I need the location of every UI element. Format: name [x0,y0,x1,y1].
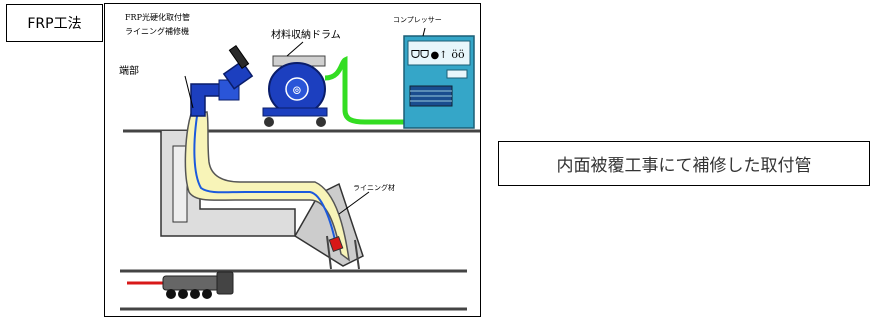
air-hose [324,55,405,125]
lining-leader [338,191,370,215]
compressor-leader [422,27,426,37]
method-tag-label: FRP工法 [27,16,82,32]
end-label: 端部 [119,64,139,77]
sewer-robot-camera [216,271,234,295]
manhole-inner [172,145,188,223]
caption-text: 内面被覆工事にて補修した取付管 [556,156,812,176]
lining-material [184,111,350,262]
diagram-frame: ⊚ ᗜᗜ ●↑ öö FRP光硬化取付管 ライニング補修機 材料収納ドラム コン… [104,3,481,317]
drum-label: 材料収納ドラム [271,28,341,41]
drum-leader [286,41,304,57]
drum-wheel-right [316,117,326,127]
repair-diagram: ⊚ ᗜᗜ ●↑ öö FRP光硬化取付管 ライニング補修機 材料収納ドラム コン… [119,12,480,311]
compressor-label: コンプレッサー [393,16,442,24]
machine-label-line2: ライニング補修機 [125,26,189,36]
lateral-joint-right [354,239,360,270]
lining-guide-line [193,115,338,251]
sewer-robot-body [162,275,224,291]
compressor-gauge-icon: ᗜᗜ [411,48,429,61]
compressor-switch-icon: ●↑ [430,50,447,61]
lateral-joint-left [326,235,332,270]
robot-wheel-2 [178,289,188,299]
drum-logo-icon: ⊚ [292,83,302,97]
method-tag: FRP工法 [6,4,103,42]
compressor-panel [407,40,471,66]
compressor-meter-icon: öö [451,48,465,61]
lining-end-cap [328,236,344,252]
robot-wheel-1 [166,289,176,299]
caption-box: 内面被覆工事にて補修した取付管 [498,141,870,186]
inlet-elbow-pipe [190,83,221,117]
lining-label: ライニング材 [353,183,395,192]
robot-wheel-3 [190,289,200,299]
drum-wheel-left [264,117,274,127]
liner-machine-head [222,60,254,90]
drum-base [262,107,328,117]
compressor-display [446,69,468,79]
drum-hub [285,77,309,101]
liner-machine-handle [228,44,250,70]
robot-wheel-4 [202,289,212,299]
end-leader [184,75,194,109]
machine-label-line1: FRP光硬化取付管 [125,12,190,22]
